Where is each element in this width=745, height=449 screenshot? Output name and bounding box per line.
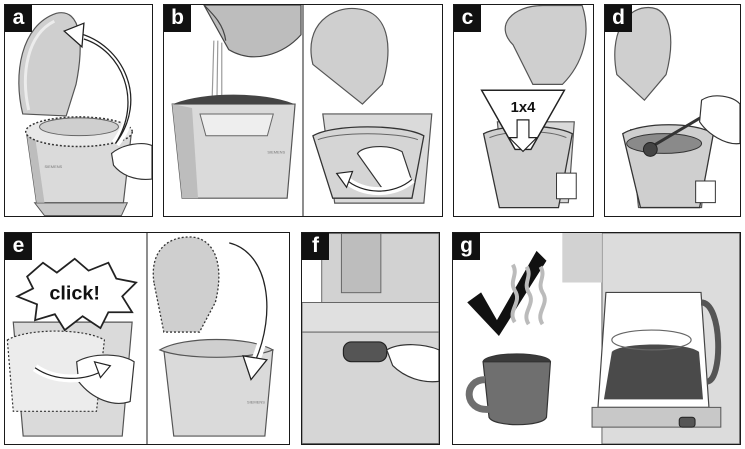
coffee-ready-illustration <box>453 233 740 444</box>
brewed-coffee <box>604 344 703 399</box>
brand-label: SIEMENS <box>44 164 62 169</box>
panel-a: a SIEMENS <box>4 4 153 217</box>
panel-label: d <box>605 5 632 32</box>
panel-label: f <box>302 233 329 260</box>
click-sound-label: click! <box>49 282 100 304</box>
panel-d: d <box>604 4 741 217</box>
power-switch-illustration <box>302 233 439 444</box>
power-switch <box>679 417 695 427</box>
ground-coffee <box>627 134 702 154</box>
lid <box>505 6 586 85</box>
panel-label: c <box>454 5 481 32</box>
panel-c: c 1x4 <box>453 4 594 217</box>
water-jug <box>204 5 301 57</box>
close-lid-illustration: click! SIEMENS <box>5 233 289 444</box>
add-coffee-illustration <box>605 5 740 216</box>
panel-label: e <box>5 233 32 260</box>
panel-label: g <box>453 233 480 260</box>
open-lid-illustration: SIEMENS <box>5 5 152 216</box>
panel-e: e click! SIEMENS <box>4 232 290 445</box>
coffee-cup <box>483 362 550 425</box>
filter-size-label: 1x4 <box>511 100 536 116</box>
panel-f: f <box>301 232 440 445</box>
brand-label: SIEMENS <box>247 399 265 404</box>
insert-filter-illustration: 1x4 <box>454 5 593 216</box>
panel-b: b SIEMENS <box>163 4 443 217</box>
panel-label: a <box>5 5 32 32</box>
lid <box>311 8 388 104</box>
power-switch <box>343 342 386 362</box>
lid-outline <box>153 237 219 332</box>
checkmark-icon <box>467 251 546 336</box>
brand-label: SIEMENS <box>267 150 285 155</box>
panel-g: g <box>452 232 741 445</box>
filling-water-illustration: SIEMENS <box>164 5 442 216</box>
panel-label: b <box>164 5 191 32</box>
